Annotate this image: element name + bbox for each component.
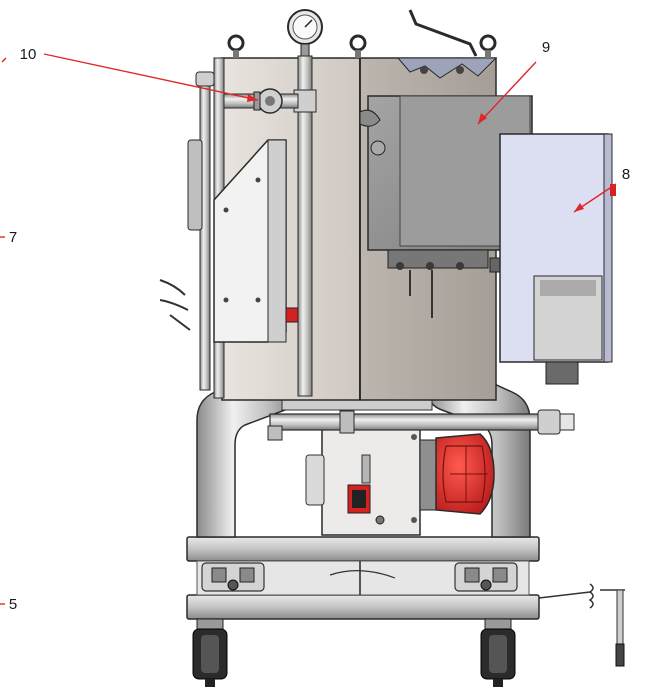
pressure-gauge-icon [287,9,323,57]
vertical-pipe-center [297,55,313,397]
side-control-panel [213,139,299,343]
top-lever [408,9,478,57]
cross-pipe [267,409,575,441]
vertical-pipe-outer [199,79,211,391]
hose-bundle [159,279,191,331]
callout-10-label: 10 [20,46,37,63]
leveling-foot-right [454,562,518,592]
lifting-eye-icon [227,34,245,58]
callout-8-label: 8 [622,166,630,183]
crank-handle [538,583,625,667]
callout-8: 8 [573,166,630,213]
callout-9: 9 [477,39,550,125]
callout-5: 5 [0,596,17,613]
pump-housing [305,424,421,536]
ball-valve [213,88,299,114]
callout-7: 7 [0,229,17,246]
lifting-eye-icon [479,34,497,58]
sight-glass [187,139,203,231]
control-box [499,133,616,385]
base-frame [186,536,625,667]
callout-7-label: 7 [9,229,17,246]
callout-10: 10 [1,46,259,102]
callout-9-label: 9 [542,39,550,56]
leveling-foot-left [201,562,265,592]
motor-icon [419,433,495,515]
lifting-eye-icon [349,34,367,58]
caster-wheel-left [192,618,228,687]
caster-wheel-right [480,618,516,687]
callout-5-label: 5 [9,596,17,613]
